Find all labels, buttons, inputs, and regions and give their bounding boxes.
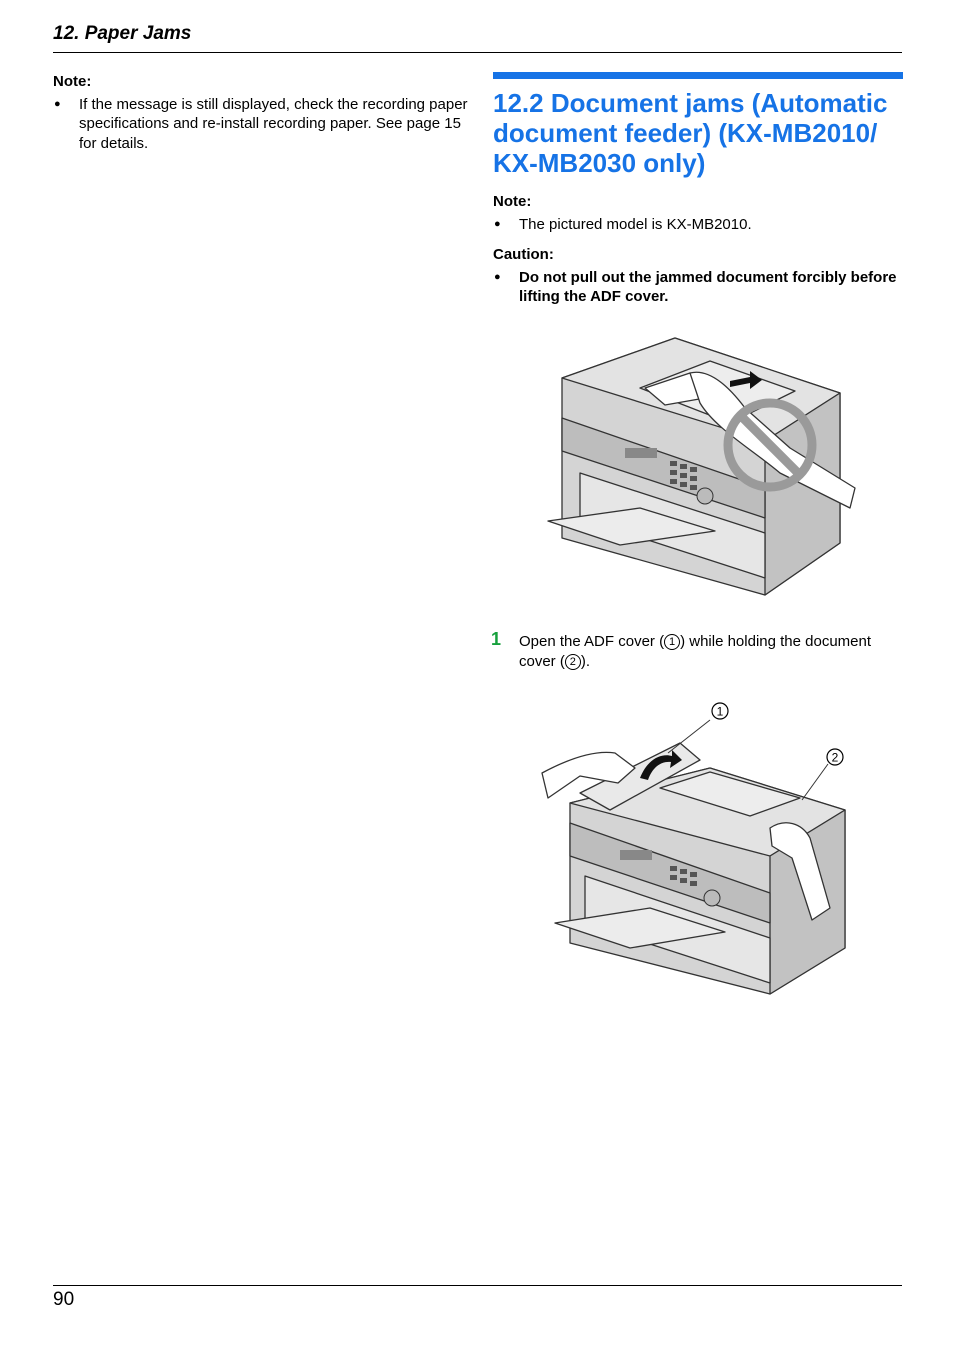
figure-do-not-pull — [547, 337, 856, 596]
caution-bullet: Do not pull out the jammed document forc… — [493, 268, 903, 307]
caution-label: Caution: — [493, 246, 554, 263]
section-title: 12.2 Document jams (Automatic document f… — [493, 88, 888, 178]
panel-buttons — [625, 448, 697, 490]
callout-1-label: 1 — [717, 705, 724, 719]
pull-arrow — [730, 371, 762, 389]
step-1-text: Open the ADF cover (1) while holding the… — [519, 633, 872, 670]
right-hand — [769, 822, 831, 921]
section-bar — [493, 72, 903, 79]
step-1: 1 Open the ADF cover (1) while holding t… — [491, 629, 903, 671]
prohibition-icon — [723, 398, 817, 492]
running-header: 12. Paper Jams — [53, 23, 192, 44]
left-column: Note: If the message is still displayed,… — [53, 72, 468, 153]
dial — [696, 487, 714, 505]
header-rule — [53, 52, 902, 53]
figure-open-adf-cover: 1 2 — [541, 702, 846, 995]
footer-rule — [53, 1285, 902, 1286]
note-label: Note: — [493, 193, 532, 210]
hand — [689, 371, 856, 509]
dial — [703, 889, 721, 907]
callout-1-circle — [711, 702, 729, 720]
document-cover — [659, 771, 801, 817]
left-hand — [541, 751, 636, 799]
leader-line-1 — [667, 719, 711, 754]
callout-1: 1 — [664, 634, 681, 650]
control-panel — [561, 417, 766, 519]
callout-2: 2 — [564, 653, 581, 670]
step-number: 1 — [491, 629, 502, 649]
callout-2-circle — [826, 748, 844, 766]
note-bullet: If the message is still displayed, check… — [53, 95, 468, 154]
output-tray — [547, 507, 716, 546]
right-column: 12.2 Document jams (Automatic document f… — [493, 72, 903, 307]
note-bullet: The pictured model is KX-MB2010. — [493, 215, 903, 235]
output-tray — [554, 907, 726, 949]
leader-line-2 — [801, 763, 829, 801]
note-label: Note: — [53, 73, 92, 90]
panel-buttons — [620, 850, 697, 886]
open-arrow — [640, 750, 682, 780]
page-number: 90 — [53, 1289, 75, 1310]
callout-2-label: 2 — [832, 751, 839, 765]
